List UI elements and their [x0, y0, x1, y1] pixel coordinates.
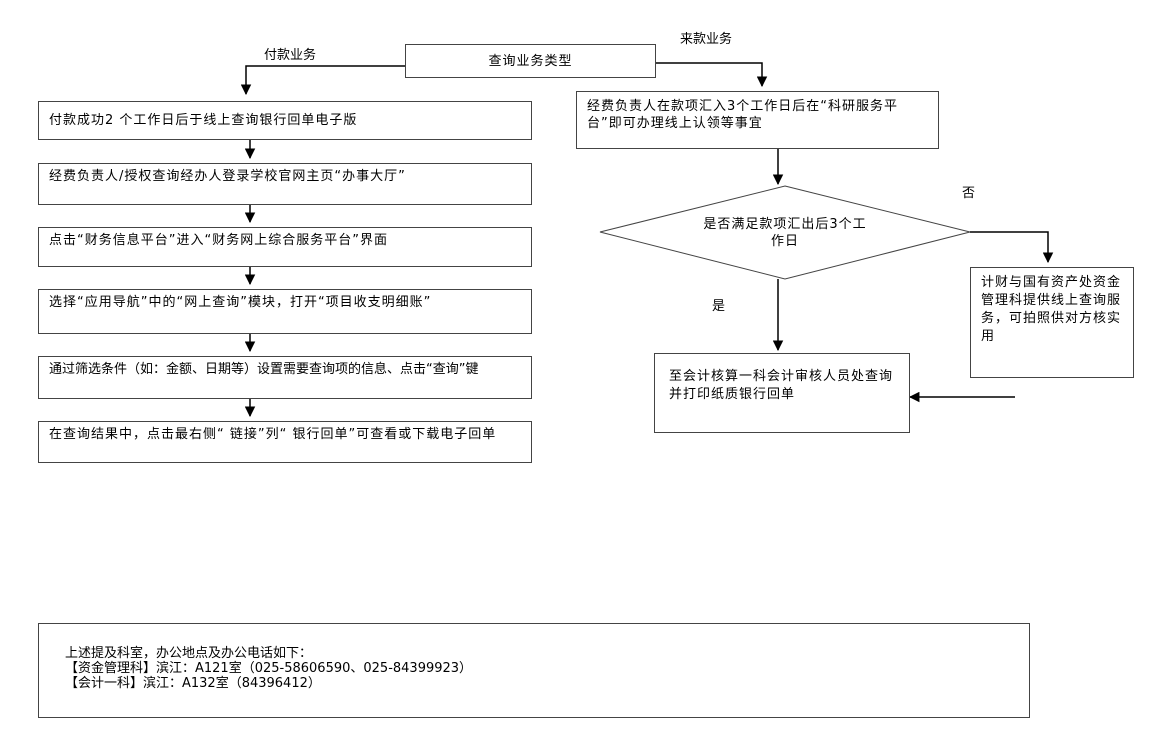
- pay-step-4-text: 选择“应用导航”中的“网上查询”模块，打开“项目收支明细账”: [49, 295, 432, 310]
- arrow-to-pay-branch: [240, 65, 405, 96]
- yes-label: 是: [712, 299, 726, 314]
- decision-text: 是否满足款项汇出后3个工作日: [703, 217, 867, 249]
- no-step-text: 计财与国有资产处资金管理科提供线上查询服务，可拍照供对方核实用: [981, 275, 1122, 344]
- yes-step-text: 至会计核算一科会计审核人员处查询并打印纸质银行回单: [669, 369, 894, 402]
- yes-step: 至会计核算一科会计审核人员处查询并打印纸质银行回单: [654, 353, 910, 433]
- note-line-3: 【会计一科】滨江：A132室（84396412）: [65, 676, 321, 691]
- start-box: 查询业务类型: [405, 44, 656, 78]
- note-line-1: 上述提及科室，办公地点及办公电话如下：: [65, 646, 313, 661]
- arrow-to-receive-branch: [656, 62, 768, 88]
- arrow-decision-no: [970, 231, 1054, 264]
- pay-step-1-text: 付款成功2 个工作日后于线上查询银行回单电子版: [49, 113, 358, 128]
- pay-step-6-text: 在查询结果中，点击最右侧“ 链接”列“ 银行回单”可查看或下载电子回单: [49, 427, 497, 442]
- pay-step-5: 通过筛选条件（如：金额、日期等）设置需要查询项的信息、点击“查询”键: [38, 356, 532, 399]
- pay-step-6: 在查询结果中，点击最右侧“ 链接”列“ 银行回单”可查看或下载电子回单: [38, 421, 532, 463]
- pay-step-1: 付款成功2 个工作日后于线上查询银行回单电子版: [38, 101, 532, 140]
- receive-step-text: 经费负责人在款项汇入3个工作日后在“科研服务平台”即可办理线上认领等事宜: [587, 99, 899, 131]
- pay-step-3: 点击“财务信息平台”进入“财务网上综合服务平台”界面: [38, 227, 532, 267]
- receive-step: 经费负责人在款项汇入3个工作日后在“科研服务平台”即可办理线上认领等事宜: [576, 91, 939, 149]
- pay-step-3-text: 点击“财务信息平台”进入“财务网上综合服务平台”界面: [49, 233, 388, 248]
- no-label: 否: [962, 186, 976, 201]
- pay-step-4: 选择“应用导航”中的“网上查询”模块，打开“项目收支明细账”: [38, 289, 532, 334]
- pay-step-5-text: 通过筛选条件（如：金额、日期等）设置需要查询项的信息、点击“查询”键: [49, 362, 479, 377]
- receive-branch-label: 来款业务: [680, 32, 733, 47]
- no-step: 计财与国有资产处资金管理科提供线上查询服务，可拍照供对方核实用: [970, 267, 1134, 378]
- pay-step-2: 经费负责人/授权查询经办人登录学校官网主页“办事大厅”: [38, 163, 532, 205]
- decision-diamond: [599, 185, 971, 280]
- pay-branch-label: 付款业务: [264, 48, 317, 63]
- pay-step-2-text: 经费负责人/授权查询经办人登录学校官网主页“办事大厅”: [49, 169, 406, 184]
- note-line-2: 【资金管理科】滨江：A121室（025-58606590、025-8439992…: [65, 661, 473, 676]
- start-label: 查询业务类型: [488, 53, 573, 69]
- office-info-note: 上述提及科室，办公地点及办公电话如下： 【资金管理科】滨江：A121室（025-…: [38, 623, 1030, 718]
